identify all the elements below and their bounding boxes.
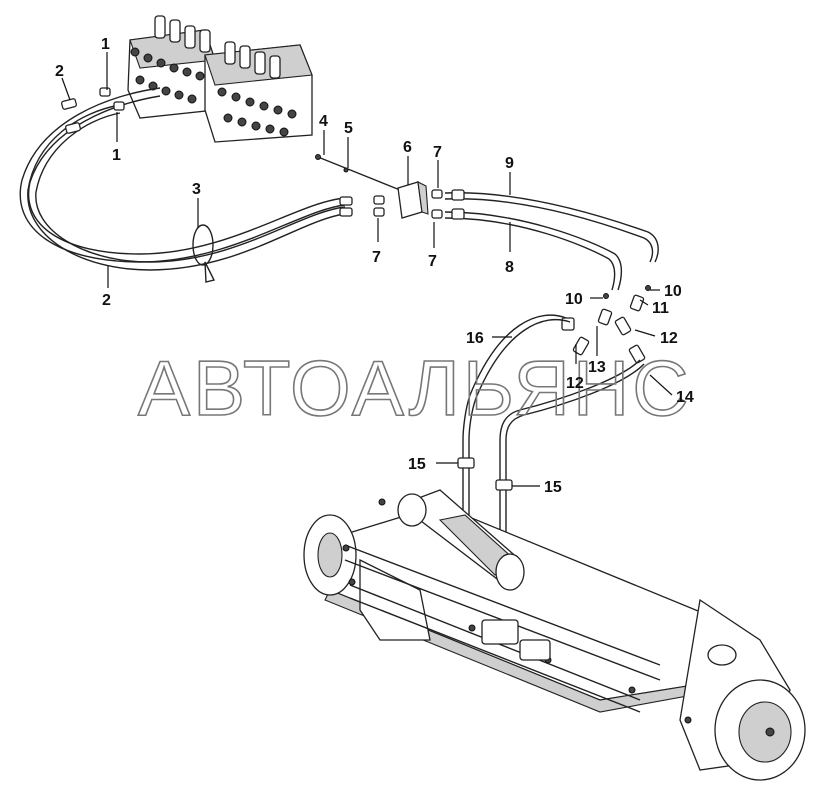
hoses-8-9: [444, 189, 659, 291]
callout-10a: 10: [565, 291, 583, 308]
watermark-text: АВТОАЛЬЯНС: [138, 344, 692, 432]
leader-lines: [61, 52, 673, 487]
rigid-lines-14-16: [457, 314, 645, 545]
callout-2b: 2: [102, 292, 111, 309]
callout-5: 5: [344, 120, 353, 137]
cable-tie: [192, 224, 216, 283]
callout-labels: 1 1 2 2 3 4 5 6 7 7 7 7 8 9 10 10 11 12 …: [55, 36, 694, 496]
callout-10b: 10: [664, 283, 682, 300]
callout-11: 11: [652, 300, 669, 317]
callout-8: 8: [505, 259, 514, 276]
callout-1a: 1: [101, 36, 110, 53]
callout-2a: 2: [55, 63, 64, 80]
callout-15b: 15: [544, 479, 562, 496]
distributor-block: [315, 154, 443, 219]
swivel-fittings: [561, 285, 651, 364]
callout-3: 3: [192, 181, 201, 198]
callout-7c: 7: [428, 253, 437, 270]
callout-15a: 15: [408, 456, 426, 473]
callout-9: 9: [505, 155, 514, 172]
callout-1b: 1: [112, 147, 121, 164]
callout-4: 4: [319, 113, 328, 130]
callout-13: 13: [588, 359, 606, 376]
callout-6: 6: [403, 139, 412, 156]
callout-12a: 12: [660, 330, 678, 347]
callout-7b: 7: [372, 249, 381, 266]
callout-14: 14: [676, 389, 694, 406]
steer-axle-assembly: [303, 489, 806, 781]
control-valve-block: [127, 15, 313, 143]
callout-12b: 12: [566, 375, 584, 392]
callout-16: 16: [466, 330, 484, 347]
callout-7a: 7: [433, 144, 442, 161]
